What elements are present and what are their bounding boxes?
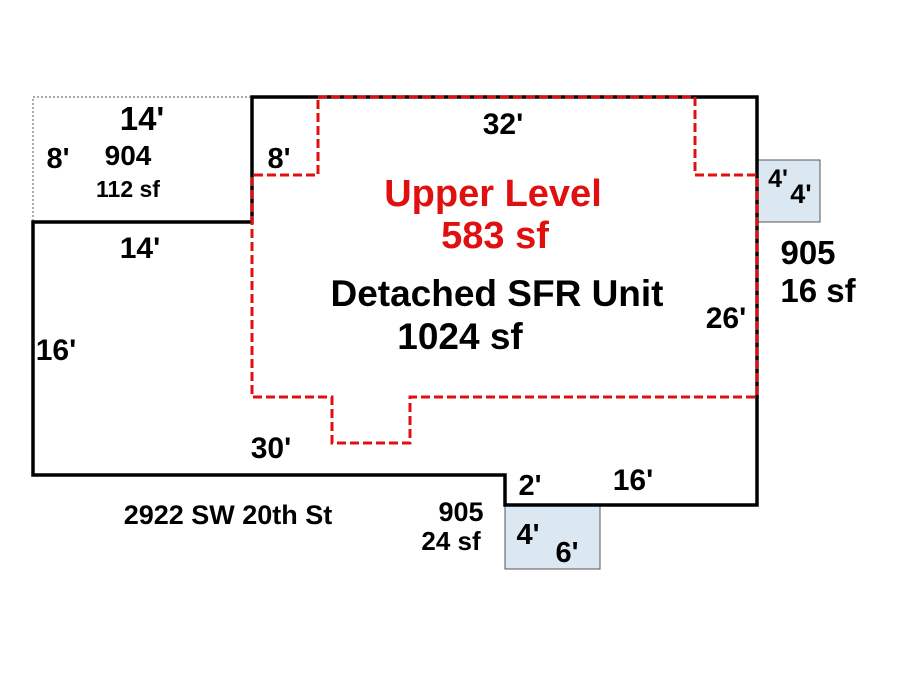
dim-garage-width: 14' [120, 100, 165, 137]
porch-bottom-area: 24 sf [421, 526, 481, 556]
garage-area: 112 sf [96, 176, 160, 202]
dim-garage-depth: 8' [46, 143, 69, 175]
dim-porch-bottom-depth: 4' [516, 519, 539, 551]
main-unit-area: 1024 sf [397, 316, 523, 357]
dim-bottom-step: 2' [518, 470, 541, 502]
upper-level-outline [250, 95, 759, 445]
porch-bottom-box [504, 504, 601, 570]
dim-porch-right-width: 4' [768, 165, 788, 193]
porch-right-code: 905 [780, 234, 835, 271]
garage-code: 904 [105, 140, 152, 171]
porch-right-box [755, 159, 821, 223]
dim-left-step: 14' [120, 232, 161, 265]
porch-bottom-code: 905 [438, 497, 483, 527]
upper-level-area: 583 sf [441, 215, 549, 257]
dim-right-side: 26' [706, 302, 747, 335]
main-unit-name: Detached SFR Unit [330, 273, 663, 314]
property-address: 2922 SW 20th St [124, 500, 333, 530]
dim-upper-notch: 8' [267, 143, 290, 175]
dim-porch-right-depth: 4' [790, 179, 811, 209]
dim-porch-bottom-width: 6' [555, 537, 578, 569]
dim-left-side: 16' [36, 334, 77, 367]
dim-right-bottom: 16' [613, 464, 654, 497]
upper-level-name: Upper Level [384, 173, 602, 215]
porch-right-area: 16 sf [780, 272, 856, 309]
dim-bottom: 30' [251, 432, 292, 465]
dim-main-top: 32' [483, 108, 524, 141]
